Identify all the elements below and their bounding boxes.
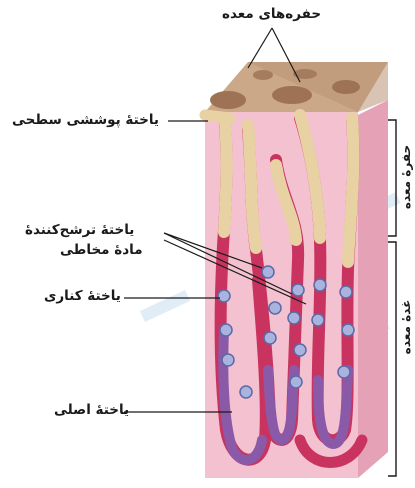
- pit-opening: [293, 69, 317, 79]
- parietal-cell: [218, 290, 230, 302]
- parietal-cell: [340, 286, 352, 298]
- block-side-face: [358, 100, 388, 478]
- pit-opening: [253, 70, 273, 80]
- parietal-cell: [288, 312, 300, 324]
- label-surface-cell: یاختهٔ پوششی سطحی: [12, 112, 159, 129]
- parietal-cell: [269, 302, 281, 314]
- label-mucous-cell-line1: یاختهٔ ترشح‌کنندهٔ: [25, 222, 134, 239]
- parietal-cell: [262, 266, 274, 278]
- parietal-cell: [312, 314, 324, 326]
- pit-opening: [332, 80, 360, 94]
- side-label-pit: حفرهٔ معده: [399, 137, 413, 217]
- parietal-cell: [314, 279, 326, 291]
- parietal-cell: [342, 324, 354, 336]
- pit-opening: [272, 86, 312, 104]
- parietal-cell: [338, 366, 350, 378]
- label-gastric-pits: حفره‌های معده: [222, 6, 321, 23]
- parietal-cell: [240, 386, 252, 398]
- label-chief-cell: یاختهٔ اصلی: [54, 402, 129, 419]
- parietal-cell: [222, 354, 234, 366]
- parietal-cell: [220, 324, 232, 336]
- parietal-cell: [264, 332, 276, 344]
- parietal-cell: [290, 376, 302, 388]
- parietal-cell: [294, 344, 306, 356]
- label-parietal-cell: یاختهٔ کناری: [44, 288, 121, 305]
- side-label-gland: غدهٔ معده: [399, 287, 413, 367]
- pit-opening: [210, 91, 246, 109]
- parietal-cell: [292, 284, 304, 296]
- right-brackets: [388, 120, 396, 476]
- label-mucous-cell-line2: مادهٔ مخاطی: [60, 242, 143, 259]
